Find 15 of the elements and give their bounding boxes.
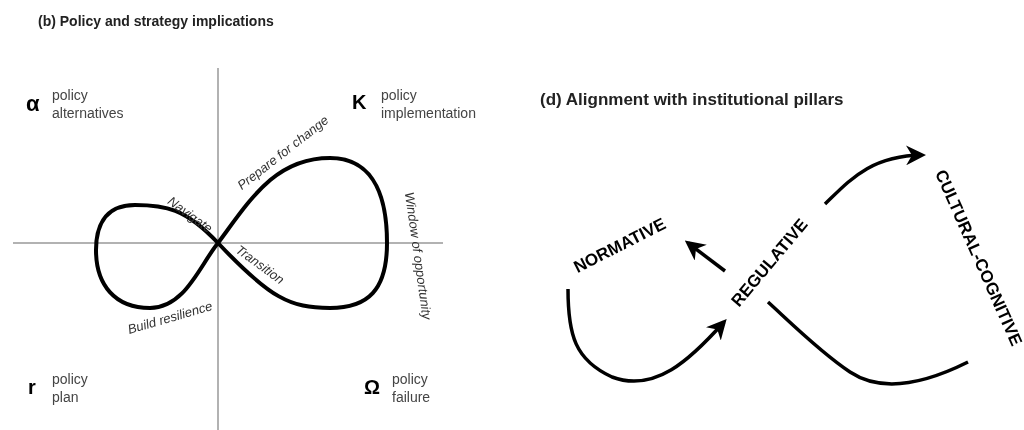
quadrant-label: policy alternatives: [52, 86, 125, 122]
curve-label: Window of opportunity: [400, 190, 436, 323]
arrow: [823, 145, 926, 206]
arrow: [684, 240, 727, 273]
greek-letter: α: [26, 90, 41, 118]
panel-heading: (d) Alignment with institutional pillars: [540, 89, 845, 111]
arrow: [566, 288, 727, 383]
panel-heading: (b) Policy and strategy implications: [38, 12, 274, 31]
quadrant-label: policy plan: [52, 370, 89, 406]
quadrant-label: policy implementation: [381, 86, 477, 122]
greek-letter: Ω: [364, 375, 382, 400]
greek-letter: K: [352, 90, 368, 115]
greek-letter: r: [28, 375, 37, 400]
quadrant-label: policy failure: [392, 370, 432, 406]
curve-label: Build resilience: [124, 297, 215, 339]
